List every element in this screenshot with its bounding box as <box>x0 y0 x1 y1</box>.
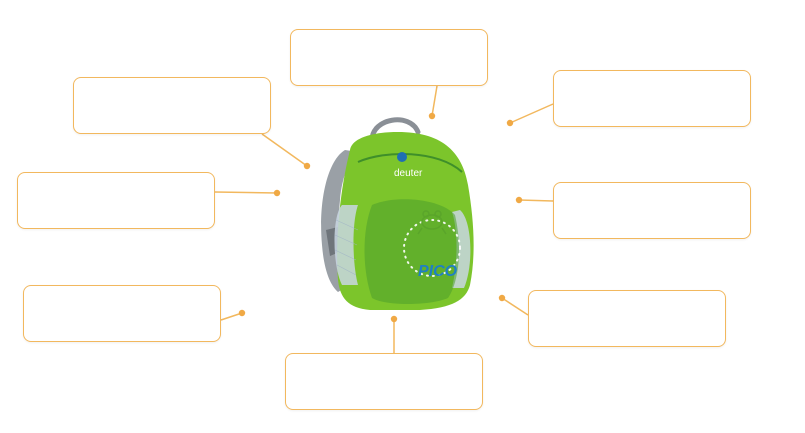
connector-dot <box>515 196 523 204</box>
connector-lower-left <box>220 312 243 321</box>
connector-dot <box>498 294 506 302</box>
connector-dot <box>303 162 311 170</box>
decoration-dotted-circle <box>403 219 461 277</box>
connector-lower-right <box>501 297 529 316</box>
callout-box-mid-right[interactable] <box>553 182 751 239</box>
callout-box-lower-right[interactable] <box>528 290 726 347</box>
backpack-front-pocket <box>364 199 460 304</box>
callout-box-upper-left[interactable] <box>73 77 271 134</box>
brand-text: deuter <box>394 168 423 179</box>
connector-dot <box>390 315 398 323</box>
callout-box-upper-right[interactable] <box>553 70 751 127</box>
callout-box-mid-left[interactable] <box>17 172 215 229</box>
connector-mid-right <box>518 199 554 202</box>
callout-box-top[interactable] <box>290 29 488 86</box>
connector-dot <box>273 189 281 197</box>
callout-box-bottom[interactable] <box>285 353 483 410</box>
frog-icon <box>417 210 447 235</box>
callout-box-lower-left[interactable] <box>23 285 221 342</box>
brand-logo-icon <box>397 152 407 162</box>
connector-dot <box>506 119 514 127</box>
connector-mid-left <box>214 191 278 194</box>
connector-top <box>431 85 438 117</box>
backpack-shoulder-strap <box>321 150 358 292</box>
connector-dot <box>238 309 246 317</box>
backpack-side-pocket-left <box>334 205 358 285</box>
connector-dot <box>428 112 436 120</box>
backpack-handle <box>369 117 421 143</box>
connector-upper-right <box>509 103 554 124</box>
model-text: PICO <box>418 263 458 280</box>
connector-upper-left <box>261 133 308 167</box>
